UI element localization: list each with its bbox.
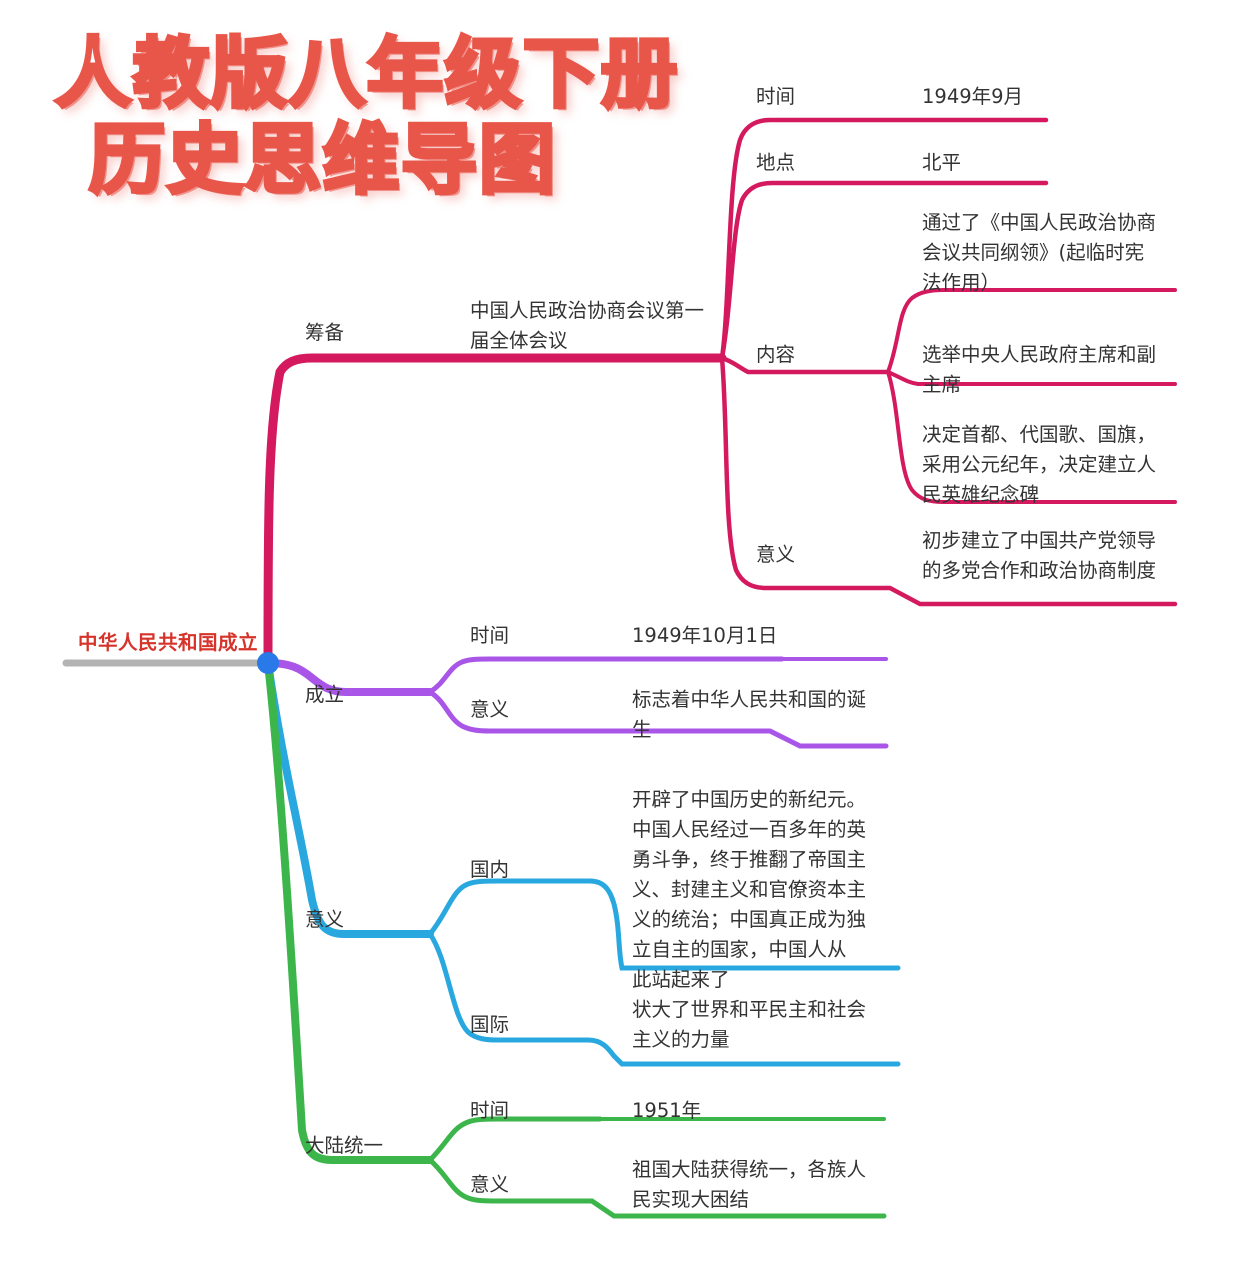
node-label-chouBei-shijian[interactable]: 时间 — [756, 85, 796, 108]
node-label-chengli-yiyi[interactable]: 意义 — [470, 698, 510, 721]
neirong-item-2-line — [886, 370, 1177, 386]
node-value-yiyi-guonei[interactable]: 开辟了中国历史的新纪元。 中国人民经过一百多年的英 勇斗争，终于推翻了帝国主 义… — [632, 788, 867, 991]
node-label-yiyi-guonei[interactable]: 国内 — [470, 858, 510, 881]
root-node-label[interactable]: 中华人民共和国成立 — [78, 631, 259, 654]
node-value-chouBei-shijian[interactable]: 1949年9月 — [922, 85, 1024, 108]
branch-chengli-shijian-line — [427, 656, 785, 695]
branch-chouBei-didian-line — [719, 180, 1049, 361]
branch-yiyi-guoji-line — [427, 931, 901, 1067]
root-node-dot[interactable] — [257, 652, 279, 674]
node-value-chouBei-didian[interactable]: 北平 — [922, 151, 962, 174]
node-label-dalu-yiyi[interactable]: 意义 — [470, 1173, 510, 1196]
node-value-yiyi-guoji[interactable]: 状大了世界和平民主和社会 主义的力量 — [632, 998, 867, 1051]
branch-label-dalu[interactable]: 大陆统一 — [305, 1134, 384, 1157]
branch-chouBei-neirong-line — [719, 355, 891, 375]
branch-chengli-trunk — [264, 659, 434, 696]
node-label-chouBei-neirong[interactable]: 内容 — [756, 343, 796, 366]
node-label-chouBei-yiyi[interactable]: 意义 — [756, 543, 796, 566]
node-label-yiyi-guoji[interactable]: 国际 — [470, 1013, 510, 1036]
branch-yiyi-trunk — [264, 659, 434, 938]
node-value-dalu-shijian[interactable]: 1951年 — [632, 1099, 702, 1122]
node-value-neirong-item-2[interactable]: 选举中央人民政府主席和副 主席 — [922, 343, 1157, 396]
branch-yiyi-guonei-line — [427, 878, 901, 971]
branch-dalu-trunk — [264, 659, 434, 1164]
node-value-chengli-shijian[interactable]: 1949年10月1日 — [632, 624, 778, 647]
branch-label-chengli[interactable]: 成立 — [305, 683, 345, 706]
page-title: 人教版八年级下册 历史思维导图 — [53, 27, 695, 206]
title-line-2: 历史思维导图 — [87, 113, 557, 206]
neirong-item-3-line — [886, 370, 1177, 504]
branch-chengli-yiyi-line — [427, 689, 889, 749]
node-label-chouBei-didian[interactable]: 地点 — [756, 151, 796, 174]
branch-dalu-yiyi-line — [427, 1157, 887, 1219]
node-value-dalu-yiyi[interactable]: 祖国大陆获得统一，各族人 民实现大困结 — [632, 1158, 867, 1211]
node-label-chengli-shijian[interactable]: 时间 — [470, 624, 510, 647]
node-value-chouBei-yiyi[interactable]: 初步建立了中国共产党领导 的多党合作和政治协商制度 — [922, 529, 1157, 582]
branch-dalu-shijian-line — [427, 1116, 603, 1163]
branch-label-chouBei[interactable]: 筹备 — [305, 321, 345, 344]
node-value-chengli-yiyi[interactable]: 标志着中华人民共和国的诞 生 — [632, 688, 867, 741]
branch-topic-chouBei[interactable]: 中国人民政治协商会议第一 届全体会议 — [470, 299, 705, 352]
branch-chouBei-yiyi-line — [719, 355, 1178, 607]
node-value-neirong-item-1[interactable]: 通过了《中国人民政治协商 会议共同纲领》(起临时宪 法作用） — [922, 211, 1157, 294]
branch-label-yiyi[interactable]: 意义 — [305, 908, 345, 931]
title-line-1: 人教版八年级下册 — [53, 27, 679, 120]
node-value-neirong-item-3[interactable]: 决定首都、代国歌、国旗， 采用公元纪年，决定建立人 民英雄纪念碑 — [922, 423, 1157, 506]
node-label-dalu-shijian[interactable]: 时间 — [470, 1099, 510, 1122]
neirong-item-1-line — [886, 288, 1177, 374]
branch-chouBei-trunk — [263, 353, 727, 668]
